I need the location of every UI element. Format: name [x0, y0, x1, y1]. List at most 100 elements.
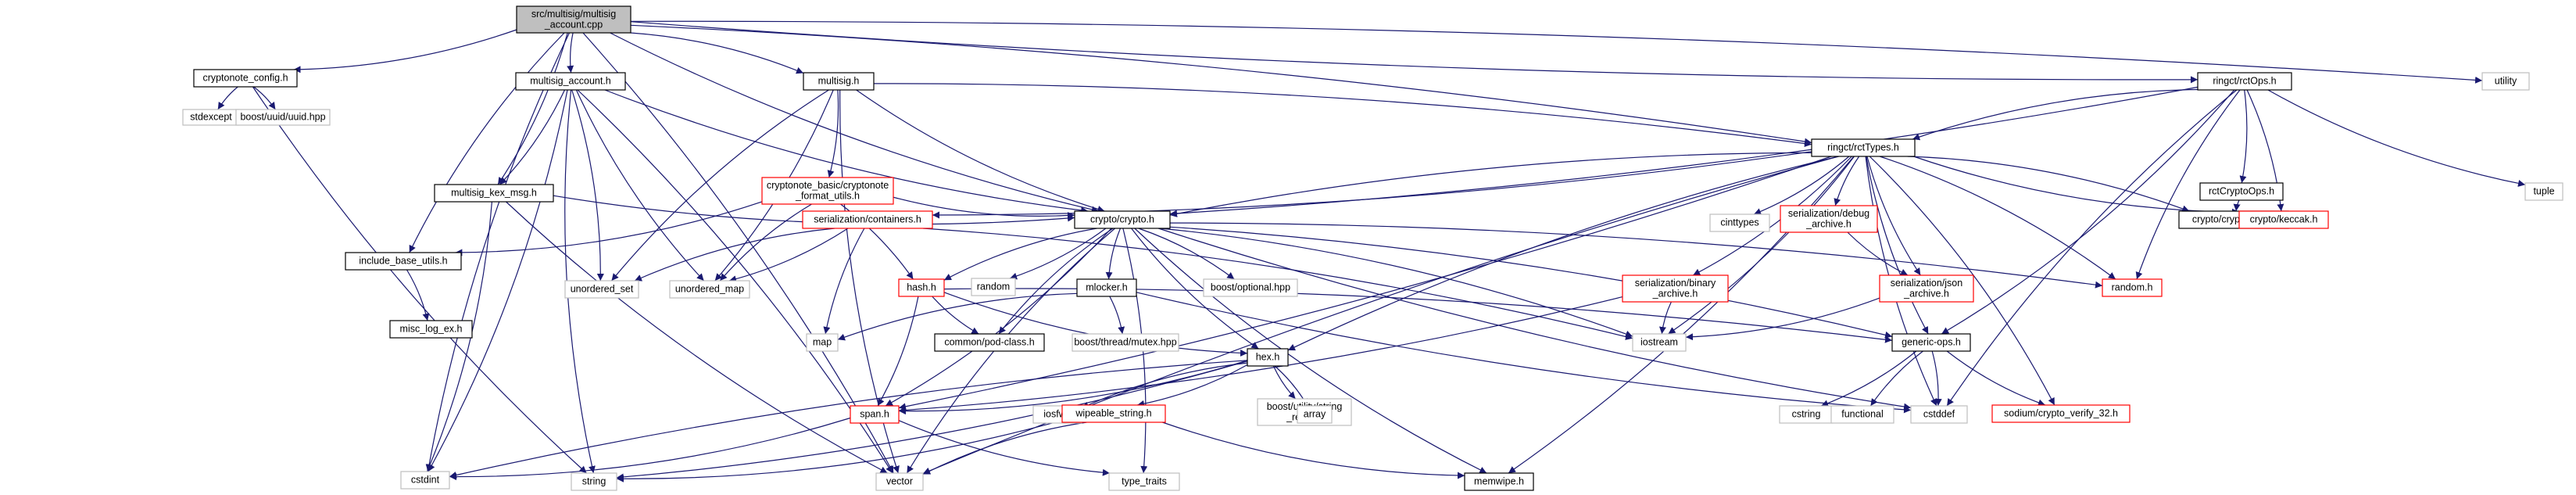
- node-crypto_h[interactable]: crypto/crypto.h: [1074, 210, 1171, 229]
- node-ser_containers[interactable]: serialization/containers.h: [802, 210, 933, 229]
- node-box: [1991, 404, 2131, 423]
- node-unordered_set: unordered_set: [564, 280, 639, 299]
- node-hex_h[interactable]: hex.h: [1247, 348, 1289, 367]
- node-rctOps[interactable]: ringct/rctOps.h: [2197, 72, 2292, 91]
- edge-crypto_h-to-generic_ops: [1169, 226, 1893, 339]
- node-cstring: cstring: [1779, 405, 1834, 424]
- node-ser_binary[interactable]: serialization/binary_archive.h: [1622, 274, 1729, 303]
- node-ser_debug[interactable]: serialization/debug_archive.h: [1780, 205, 1878, 233]
- node-label: _archive.h: [1805, 218, 1852, 229]
- node-root[interactable]: src/multisig/multisig_account.cpp: [516, 5, 631, 34]
- node-verify32[interactable]: sodium/crypto_verify_32.h: [1991, 404, 2131, 423]
- node-box: [434, 184, 554, 203]
- edge-root-to-multisig_h: [630, 32, 804, 74]
- node-memwipe[interactable]: memwipe.h: [1464, 472, 1534, 491]
- node-tuple: tuple: [2524, 182, 2563, 201]
- edge-include_base_utils-to-misc_log_ex: [406, 269, 430, 321]
- node-label: src/multisig/multisig: [531, 9, 616, 20]
- node-generic_ops[interactable]: generic-ops.h: [1891, 333, 1971, 352]
- edge-multisig_h-to-cn_format_utils: [827, 89, 839, 178]
- node-label: cstdint: [411, 475, 440, 486]
- node-map: map: [806, 333, 839, 352]
- edge-rctOps-to-crypto_h: [1169, 86, 2199, 217]
- node-cstdint: cstdint: [400, 471, 450, 490]
- edge-rctTypes-to-iostream: [1668, 156, 1855, 335]
- node-wipeable_string[interactable]: wipeable_string.h: [1061, 404, 1166, 423]
- edge-rctTypes-to-memwipe: [1508, 156, 1855, 474]
- node-span_h[interactable]: span.h: [850, 405, 900, 424]
- node-multisig_account_h[interactable]: multisig_account.h: [515, 72, 626, 91]
- node-box: [2199, 182, 2284, 201]
- edge-rctTypes-to-random_h: [1879, 156, 2116, 280]
- edge-rctTypes-to-hex_h: [1287, 156, 1839, 351]
- edge-hash_h-to-span_h: [877, 296, 919, 407]
- node-utility: utility: [2481, 72, 2530, 91]
- node-misc_log_ex[interactable]: misc_log_ex.h: [389, 320, 473, 339]
- edge-generic_ops-to-functional: [1870, 350, 1923, 407]
- node-iostream: iostream: [1632, 333, 1687, 352]
- node-label: hex.h: [1256, 352, 1280, 363]
- node-box: [1464, 472, 1534, 491]
- node-include_base_utils[interactable]: include_base_utils.h: [345, 252, 462, 271]
- node-keccak[interactable]: crypto/keccak.h: [2238, 210, 2329, 229]
- node-hash_h[interactable]: hash.h: [898, 278, 945, 297]
- node-label: functional: [1841, 409, 1884, 420]
- node-array: array: [1297, 405, 1333, 424]
- node-box: [2238, 210, 2329, 229]
- edge-multisig_account_h-to-unordered_set: [571, 89, 604, 282]
- node-multisig_kex_msg[interactable]: multisig_kex_msg.h: [434, 184, 554, 203]
- node-label: multisig_account.h: [530, 76, 611, 87]
- node-box: [1076, 278, 1137, 297]
- node-unordered_map: unordered_map: [669, 280, 750, 299]
- node-label: map: [813, 337, 832, 348]
- node-random_h[interactable]: random.h: [2102, 278, 2163, 297]
- edge-mlocker-to-boost_mutex: [1109, 296, 1125, 335]
- edge-crypto_h-to-mlocker: [1105, 228, 1122, 280]
- node-label: crypto/keccak.h: [2250, 214, 2318, 225]
- edge-rctOps-to-cstddef: [1946, 89, 2238, 407]
- node-label: cryptonote_config.h: [202, 73, 288, 84]
- node-box: [2481, 72, 2530, 91]
- node-box: [898, 278, 945, 297]
- edge-root-to-multisig_kex_msg: [497, 32, 568, 185]
- node-multisig_h[interactable]: multisig.h: [803, 72, 875, 91]
- node-rctTypes[interactable]: ringct/rctTypes.h: [1811, 138, 1916, 157]
- node-ser_json[interactable]: serialization/json_archive.h: [1879, 274, 1974, 303]
- node-label: stdexcept: [190, 112, 232, 123]
- edge-rctOps-to-rctCryptoOps: [2239, 89, 2248, 184]
- node-boost_optional: boost/optional.hpp: [1203, 278, 1298, 297]
- node-cryptonote_config[interactable]: cryptonote_config.h: [193, 69, 298, 88]
- node-label: random: [977, 282, 1010, 292]
- edge-ser_containers-to-unordered_map: [728, 228, 849, 283]
- node-label: cinttypes: [1720, 217, 1758, 228]
- node-rctCryptoOps[interactable]: rctCryptoOps.h: [2199, 182, 2284, 201]
- edge-rctCryptoOps-to-crypto_ops: [2233, 199, 2241, 212]
- node-pod_class[interactable]: common/pod-class.h: [934, 333, 1045, 352]
- node-label: _account.cpp: [544, 19, 603, 30]
- node-label: random.h: [2112, 282, 2153, 293]
- node-label: wipeable_string.h: [1075, 408, 1151, 419]
- node-label: vector: [886, 476, 913, 487]
- node-type_traits: type_traits: [1108, 472, 1180, 491]
- edge-hash_h-to-pod_class: [932, 296, 979, 335]
- edge-hex_h-to-wipeable_string: [1136, 364, 1248, 407]
- node-box: [235, 109, 331, 126]
- edge-crypto_h-to-cstddef: [1158, 228, 1912, 411]
- edge-multisig_h-to-rctTypes: [873, 83, 1812, 147]
- node-label: serialization/binary: [1635, 278, 1716, 289]
- edge-crypto_h-to-span_h: [885, 228, 1112, 407]
- node-mlocker[interactable]: mlocker.h: [1076, 278, 1137, 297]
- node-box: [1072, 333, 1179, 352]
- node-box: [761, 177, 894, 205]
- node-box: [850, 405, 900, 424]
- node-label: _format_utils.h: [795, 190, 860, 201]
- node-label: memwipe.h: [1474, 476, 1524, 487]
- node-box: [1297, 405, 1333, 424]
- node-label: mlocker.h: [1086, 282, 1128, 293]
- node-label: hash.h: [907, 282, 936, 293]
- node-box: [875, 472, 924, 491]
- node-label: ringct/rctOps.h: [2213, 76, 2276, 87]
- node-cn_format_utils[interactable]: cryptonote_basic/cryptonote_format_utils…: [761, 177, 894, 205]
- node-label: span.h: [860, 409, 889, 420]
- edge-wipeable_string-to-string: [616, 420, 1063, 482]
